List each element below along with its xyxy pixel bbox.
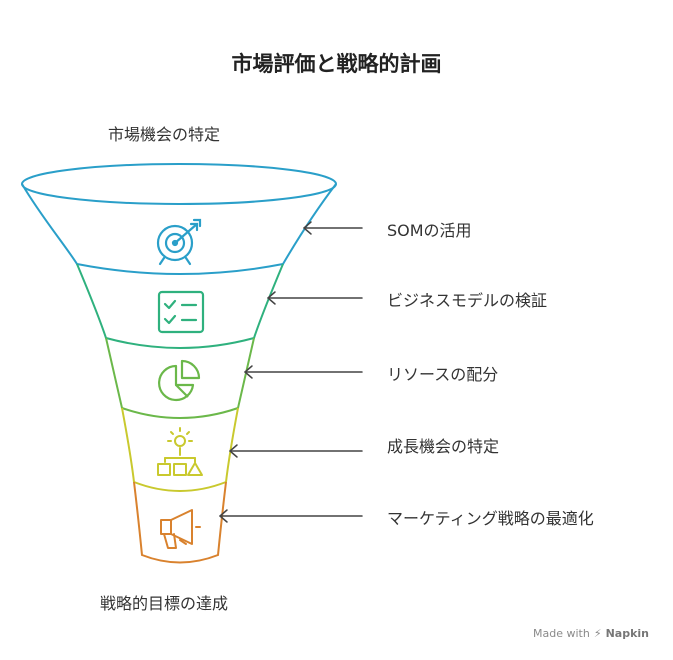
funnel-section-3 <box>105 337 255 419</box>
napkin-logo-icon: ⚡ <box>593 627 602 640</box>
step-label-4: 成長機会の特定 <box>387 437 500 456</box>
funnel-rim <box>21 163 337 205</box>
watermark-brand: Napkin <box>605 627 649 640</box>
megaphone-icon <box>160 509 201 549</box>
funnel-section-5 <box>133 481 227 564</box>
checklist-icon <box>157 290 205 334</box>
idea-flowchart-icon <box>157 427 203 476</box>
step-label-1: SOMの活用 <box>387 221 472 240</box>
page-title: 市場評価と戦略的計画 <box>231 52 442 76</box>
watermark: Made with ⚡ Napkin <box>533 627 649 640</box>
funnel-section-2 <box>76 263 284 349</box>
target-icon <box>156 218 202 266</box>
arrows <box>219 221 363 523</box>
funnel-top-label: 市場機会の特定 <box>108 125 221 144</box>
pie-chart-icon <box>158 359 201 402</box>
step-label-5: マーケティング戦略の最適化 <box>387 509 594 528</box>
watermark-text: Made with <box>533 627 590 640</box>
step-label-3: リソースの配分 <box>387 365 499 384</box>
funnel-bottom-label: 戦略的目標の達成 <box>100 594 229 613</box>
step-label-2: ビジネスモデルの検証 <box>387 291 548 310</box>
